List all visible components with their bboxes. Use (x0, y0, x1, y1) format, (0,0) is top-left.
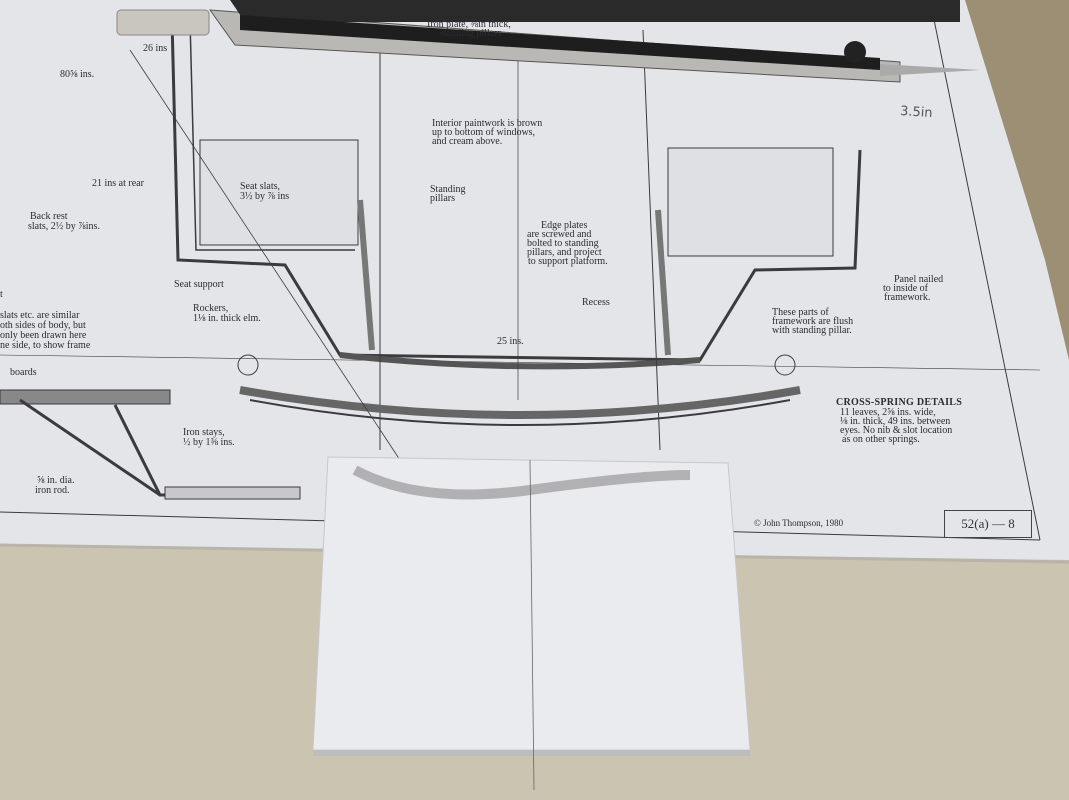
annotation: ⅝ in. dia. (37, 475, 75, 486)
annotation: 1⅛ in. thick elm. (193, 313, 261, 324)
annotation: Seat slats, (240, 181, 280, 192)
annotation: pillars (430, 193, 455, 204)
dim-label: 26 ins (143, 43, 168, 54)
annotation: standing pillars (440, 28, 502, 39)
annotation: Panel nailed (894, 274, 944, 285)
annotation: 11 leaves, 2⅝ ins. wide, (840, 407, 936, 418)
annotation: ½ by 1⅜ ins. (183, 437, 235, 448)
annotation: t (0, 289, 3, 300)
annotation: Iron plate, ⅜in thick, (427, 19, 511, 30)
annotation: Seat support (174, 279, 224, 290)
annotation: are screwed and (527, 229, 592, 240)
annotation: iron rod. (35, 485, 70, 496)
annotation: framework. (884, 292, 931, 303)
annotation: Recess (582, 297, 610, 308)
annotation: only been drawn here (0, 330, 87, 341)
dim-label: 21 ins at rear (92, 178, 144, 189)
drawing-lines (0, 0, 1041, 541)
annotation: to support platform. (528, 256, 608, 267)
annotation: up to bottom of windows, (432, 127, 536, 138)
annotation: to inside of (883, 283, 928, 294)
annotation: eyes. No nib & slot location (840, 425, 953, 436)
annotation: Iron stays, (183, 427, 225, 438)
sheet-number: 52(a) — 8 (944, 510, 1032, 538)
annotation: Rockers, (193, 303, 229, 314)
annotation: Standing (430, 184, 466, 195)
copyright-notice: © John Thompson, 1980 (754, 518, 844, 528)
annotation: as on other springs. (842, 434, 920, 445)
annotation: with standing pillar. (772, 325, 852, 336)
dim-label: 80⅝ ins. (60, 69, 95, 80)
section-title: CROSS-SPRING DETAILS (836, 397, 963, 408)
drafting-compass[interactable] (116, 0, 980, 83)
dim-label: 25 ins. (497, 336, 524, 347)
annotation: and cream above. (432, 136, 503, 147)
plastic-card[interactable] (312, 456, 751, 791)
annotation: oth sides of body, but (0, 320, 86, 331)
handwritten-note: 3.5in (899, 103, 934, 122)
annotation: pillars, and project (527, 247, 602, 258)
annotation: bolted to standing (527, 238, 599, 249)
annotation: Back rest (30, 211, 68, 222)
annotation: framework are flush (772, 316, 854, 327)
annotation: boards (10, 367, 37, 378)
annotation: ⅛ in. thick, 49 ins. between (840, 416, 951, 427)
annotation: slats, 2½ by ⅞ins. (28, 221, 100, 232)
annotation: These parts of (772, 307, 829, 318)
annotation: Edge plates (541, 220, 588, 231)
annotation: 3½ by ⅞ ins (240, 191, 290, 202)
annotation: Interior paintwork is brown (432, 118, 543, 129)
annotation: ne side, to show frame (0, 340, 91, 351)
annotation: slats etc. are similar (0, 310, 80, 321)
